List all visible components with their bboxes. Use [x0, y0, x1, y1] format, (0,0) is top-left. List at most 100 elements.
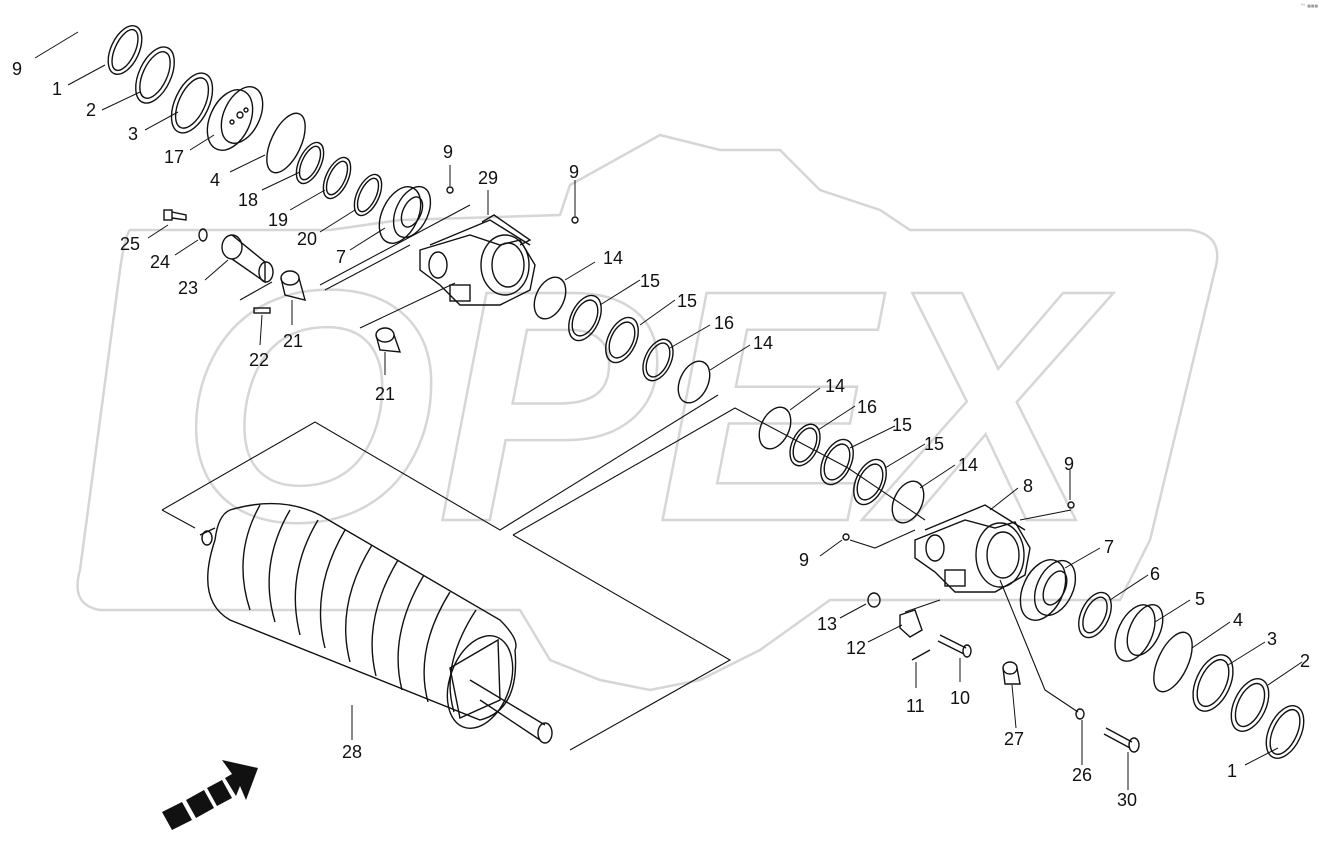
label-21: 21	[375, 384, 395, 404]
label-7: 7	[1104, 537, 1114, 557]
label-20: 20	[297, 229, 317, 249]
label-22: 22	[249, 350, 269, 370]
ring-6	[1078, 591, 1112, 639]
label-9: 9	[12, 59, 22, 79]
label-14: 14	[958, 455, 978, 475]
callout-labels: 9 1 2 3 17 4 18 19 20 7 9 29 9 25 24 23 …	[12, 59, 1310, 810]
nut-9-a	[446, 186, 454, 194]
label-29: 29	[478, 168, 498, 188]
label-18: 18	[238, 190, 258, 210]
housing-29	[419, 214, 536, 306]
pin-11	[911, 649, 931, 661]
bearing-7-top	[378, 185, 432, 244]
bearing-7-bottom	[1019, 559, 1077, 621]
label-9: 9	[799, 550, 809, 570]
ring-15-a	[568, 294, 602, 342]
nut-9-b	[571, 216, 579, 224]
ring-2-bottom	[1230, 678, 1270, 732]
label-4: 4	[1233, 610, 1243, 630]
pin-23	[221, 234, 274, 284]
label-17: 17	[164, 147, 184, 167]
label-4: 4	[210, 170, 220, 190]
parts-drawing	[34, 25, 1305, 830]
ring-20	[353, 173, 383, 217]
washer-24	[198, 228, 208, 242]
label-6: 6	[1150, 564, 1160, 584]
circlip-14-d	[891, 480, 925, 524]
label-15: 15	[924, 434, 944, 454]
oring-4-bottom	[1153, 631, 1193, 693]
ring-16-a	[642, 338, 674, 382]
label-24: 24	[150, 252, 170, 272]
label-28: 28	[342, 742, 362, 762]
label-15: 15	[640, 271, 660, 291]
ring-18	[295, 141, 325, 185]
pin-10	[937, 634, 972, 658]
circlip-1-top	[107, 25, 143, 75]
ring-3-top	[170, 72, 214, 134]
label-1: 1	[1227, 761, 1237, 781]
hub-5	[1114, 604, 1164, 662]
direction-arrow	[162, 760, 258, 830]
label-9: 9	[569, 162, 579, 182]
washer-13	[867, 592, 881, 608]
bolt-25	[163, 209, 187, 221]
corner-mark: °° ■■■	[1300, 4, 1318, 10]
label-16: 16	[857, 397, 877, 417]
circlip-1-bottom	[1265, 705, 1305, 759]
label-5: 5	[1195, 589, 1205, 609]
oring-4-top	[266, 112, 306, 174]
label-21: 21	[283, 331, 303, 351]
label-3: 3	[128, 124, 138, 144]
circlip-14-a	[533, 276, 567, 320]
assembly-lines	[161, 204, 1079, 751]
label-27: 27	[1004, 729, 1024, 749]
label-10: 10	[950, 688, 970, 708]
watermark-gear	[76, 133, 1219, 692]
hub-17	[206, 86, 264, 151]
label-3: 3	[1267, 629, 1277, 649]
bushing-21-b	[375, 327, 402, 353]
label-19: 19	[268, 210, 288, 230]
nut-9-d	[842, 533, 850, 541]
bushing-27	[1002, 661, 1021, 685]
label-25: 25	[120, 234, 140, 254]
label-15: 15	[892, 415, 912, 435]
label-2: 2	[86, 100, 96, 120]
nut-26	[1075, 708, 1085, 720]
pin-22	[253, 307, 271, 314]
ring-15-b	[605, 316, 639, 364]
label-16: 16	[714, 313, 734, 333]
nut-9-c	[1067, 501, 1075, 509]
label-7: 7	[336, 247, 346, 267]
label-2: 2	[1300, 651, 1310, 671]
label-9: 9	[1064, 454, 1074, 474]
ring-2-top	[135, 46, 175, 104]
bushing-21-a	[280, 270, 306, 301]
ring-19	[322, 156, 352, 200]
label-23: 23	[178, 278, 198, 298]
roller-28	[199, 502, 553, 744]
label-14: 14	[753, 333, 773, 353]
label-15: 15	[677, 291, 697, 311]
circlip-14-b	[677, 360, 711, 404]
label-1: 1	[52, 79, 62, 99]
label-14: 14	[603, 248, 623, 268]
label-26: 26	[1072, 765, 1092, 785]
watermark-text: OPEX	[180, 221, 1114, 590]
label-11: 11	[906, 696, 925, 716]
bolt-30	[1103, 727, 1140, 753]
label-14: 14	[825, 376, 845, 396]
label-8: 8	[1023, 476, 1033, 496]
ring-15-d	[853, 458, 887, 506]
bracket-12	[899, 609, 923, 638]
label-13: 13	[817, 614, 837, 634]
label-9: 9	[443, 142, 453, 162]
housing-8	[914, 504, 1031, 593]
label-12: 12	[846, 638, 866, 658]
leader-lines	[34, 31, 1303, 790]
label-30: 30	[1117, 790, 1137, 810]
ring-3-bottom	[1192, 654, 1234, 712]
